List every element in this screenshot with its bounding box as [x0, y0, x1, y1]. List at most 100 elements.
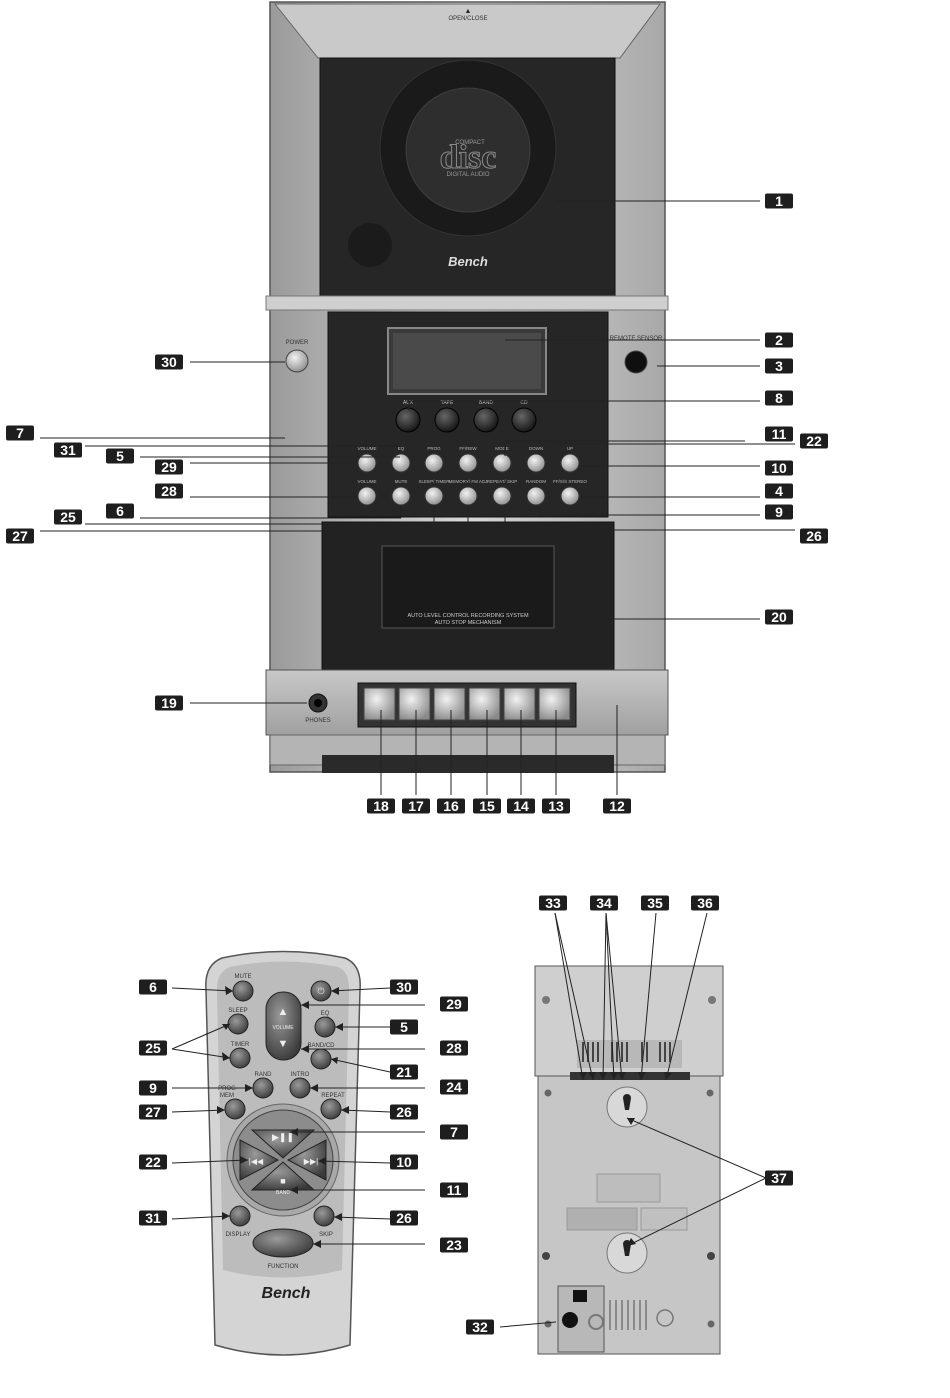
remote-stop-button[interactable]: [250, 1161, 316, 1191]
remote-timer-button[interactable]: [229, 1047, 251, 1069]
compact-disc-bottom: DIGITAL AUDIO: [446, 172, 489, 178]
remote-rand-button[interactable]: [252, 1077, 274, 1099]
record-key[interactable]: [363, 687, 396, 721]
callout-number: 34: [596, 895, 612, 911]
rear-power-socket[interactable]: [573, 1290, 587, 1302]
remote-mute-label: MUTE: [235, 974, 252, 980]
callout-tag-box: [437, 798, 465, 814]
callout-number: 3: [775, 358, 783, 374]
pause-key[interactable]: [538, 687, 571, 721]
stop-eject-key[interactable]: [503, 687, 536, 721]
callout-tag-box: [139, 979, 167, 995]
callout-number: 8: [775, 390, 783, 406]
band-knob[interactable]: [473, 407, 499, 433]
remote-stop-icon: ■: [280, 1176, 285, 1186]
remote-band-button[interactable]: [310, 1048, 332, 1070]
callout-tag-box: [765, 390, 793, 406]
callout-tag-box: [473, 798, 501, 814]
device-brand-logo: Bench: [448, 254, 488, 269]
callout-tag-box: [765, 358, 793, 374]
up-button[interactable]: [560, 453, 580, 473]
aux-knob[interactable]: [395, 407, 421, 433]
cd-knob[interactable]: [511, 407, 537, 433]
remote-intro-button[interactable]: [289, 1077, 311, 1099]
callout-tag-box: [139, 1154, 167, 1170]
callout-number: 11: [772, 426, 787, 442]
callout-tag-box: [765, 609, 793, 625]
stereo-button[interactable]: [560, 486, 580, 506]
power-button[interactable]: [285, 349, 309, 373]
cd-dark-spot: [348, 223, 392, 267]
callout-tag-box: [539, 895, 567, 911]
knob-label: TAPE: [441, 400, 454, 406]
callout-tag-box: [139, 1104, 167, 1120]
phones-label: PHONES: [305, 718, 330, 724]
callout-number: 28: [446, 1040, 462, 1056]
callout-tag-box: [390, 1104, 418, 1120]
row1-label: VOLUME: [357, 446, 376, 451]
rear-screw: [707, 1320, 715, 1328]
volume-up-button[interactable]: [357, 453, 377, 473]
row2-label: FF/S/S STEREO: [553, 479, 587, 484]
remote-stop-label: BAND: [276, 1190, 290, 1196]
callout-number: 11: [447, 1182, 462, 1198]
tape-knob[interactable]: [434, 407, 460, 433]
remote-brand-logo: Bench: [262, 1285, 311, 1302]
remote-skip-button[interactable]: [313, 1205, 335, 1227]
memory-button[interactable]: [458, 486, 478, 506]
remote-control: MUTE ⏻ ▲ ▼ VOLUME SLEEP EQ TIMER BAND/CD…: [205, 950, 361, 1356]
phones-jack-inner: [314, 699, 322, 707]
rear-dc-jack[interactable]: [562, 1312, 578, 1328]
button-row-1: VOLUME EQ PROG FF/REW MODE DOWN UP: [357, 446, 580, 473]
mute-button[interactable]: [391, 486, 411, 506]
callout-tag-box: [390, 1210, 418, 1226]
ffwd-key[interactable]: [468, 687, 501, 721]
prog-button[interactable]: [424, 453, 444, 473]
callout-number: 27: [145, 1104, 161, 1120]
remote-sleep-button[interactable]: [227, 1013, 249, 1035]
callout-number: 30: [396, 979, 412, 995]
random-button[interactable]: [526, 486, 546, 506]
compact-disc-top: COMPACT: [455, 140, 485, 146]
callout-number: 1: [775, 193, 783, 209]
callout-number: 30: [161, 354, 177, 370]
remote-function-button[interactable]: [252, 1228, 314, 1258]
repeat-skip-button[interactable]: [492, 486, 512, 506]
rear-knob-icon: [656, 1309, 674, 1327]
down-button[interactable]: [526, 453, 546, 473]
callout-tag-box: [765, 426, 793, 442]
remote-skip-label: SKIP: [319, 1232, 333, 1238]
remote-mem-button[interactable]: [224, 1098, 246, 1120]
volume-down-button[interactable]: [357, 486, 377, 506]
callout-tag-box: [440, 1237, 468, 1253]
play-key[interactable]: [398, 687, 431, 721]
remote-mute-button[interactable]: [232, 980, 254, 1002]
callout-tag-box: [765, 460, 793, 476]
remote-display-button[interactable]: [229, 1205, 251, 1227]
rear-screw: [706, 1089, 714, 1097]
arrowheads: [217, 986, 672, 1248]
remote-play-pause-button[interactable]: [250, 1129, 316, 1159]
eq-button[interactable]: [391, 453, 411, 473]
callout-tag-box: [6, 425, 34, 441]
remote-sleep-label: SLEEP: [228, 1008, 247, 1014]
ff-rew-button[interactable]: [458, 453, 478, 473]
rewind-key[interactable]: [433, 687, 466, 721]
open-close-arrow-icon: ▲: [465, 8, 472, 15]
callout-tag-box: [402, 798, 430, 814]
mode-button[interactable]: [492, 453, 512, 473]
callout-tag-box: [390, 1064, 418, 1080]
callout-number: 28: [161, 483, 177, 499]
callout-tag-box: [54, 509, 82, 525]
callout-tag-box: [139, 1080, 167, 1096]
remote-volume-rocker[interactable]: [265, 991, 302, 1061]
remote-repeat-button[interactable]: [320, 1098, 342, 1120]
callout-tag-box: [155, 483, 183, 499]
remote-eq-button[interactable]: [314, 1016, 336, 1038]
sleep-timer-button[interactable]: [424, 486, 444, 506]
callout-number: 19: [161, 695, 177, 711]
callout-number: 15: [479, 798, 495, 814]
remote-prog-label: PROG: [218, 1086, 236, 1092]
remote-display-label: DISPLAY: [226, 1232, 251, 1238]
